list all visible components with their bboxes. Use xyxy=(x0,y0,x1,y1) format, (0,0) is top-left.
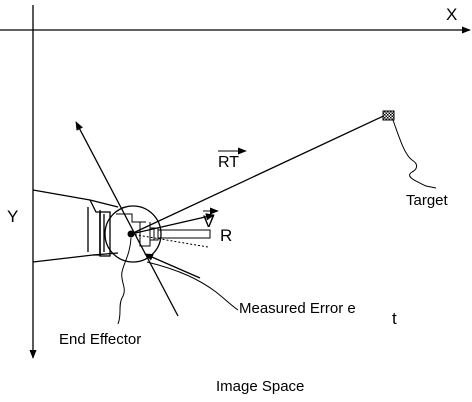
measured-error-label: Measured Error e xyxy=(239,300,356,317)
caption: Image Space xyxy=(216,378,304,395)
target-marker xyxy=(382,110,395,121)
target-leader xyxy=(392,119,437,189)
end-effector-label: End Effector xyxy=(59,331,141,348)
vr-vector xyxy=(130,213,215,235)
target-label: Target xyxy=(406,192,449,209)
orientation-arrow xyxy=(75,121,179,317)
rt-label: RT xyxy=(218,154,239,171)
rt-vector xyxy=(130,111,393,235)
robot-arm xyxy=(32,189,211,263)
y-axis-label: Y xyxy=(7,207,18,226)
end-effector-leader xyxy=(117,237,132,325)
measured-error-leader xyxy=(146,261,239,311)
x-axis-label: X xyxy=(446,5,457,24)
vr-label: V xyxy=(203,212,215,231)
vr-label-subscript: R xyxy=(220,226,232,245)
wrist-circle xyxy=(104,205,162,263)
measured-error-subscript: t xyxy=(392,309,397,328)
measured-error-dotted xyxy=(130,233,209,248)
measured-error-arrow xyxy=(144,253,201,279)
